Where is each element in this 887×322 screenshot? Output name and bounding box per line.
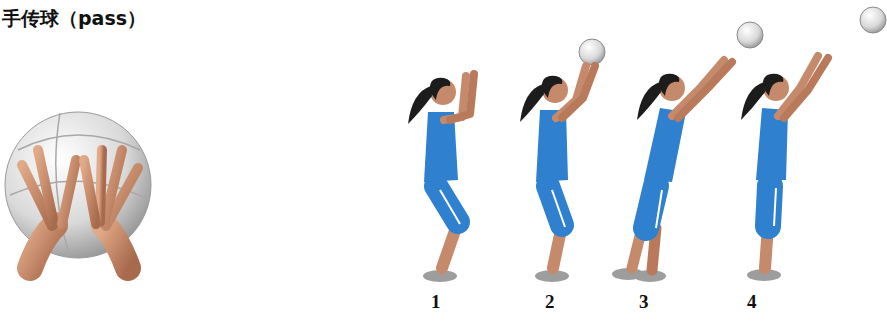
step-number: 1 (431, 291, 441, 313)
player-figure (408, 74, 474, 282)
hands-on-ball (5, 112, 151, 268)
step-number: 4 (747, 291, 757, 313)
player-figure (612, 22, 763, 282)
heading-title: 手传球（pass） (2, 6, 146, 32)
step-number: 3 (639, 291, 649, 313)
step-number: 2 (545, 291, 555, 313)
player-figure (741, 7, 886, 281)
player-figure (520, 39, 605, 282)
